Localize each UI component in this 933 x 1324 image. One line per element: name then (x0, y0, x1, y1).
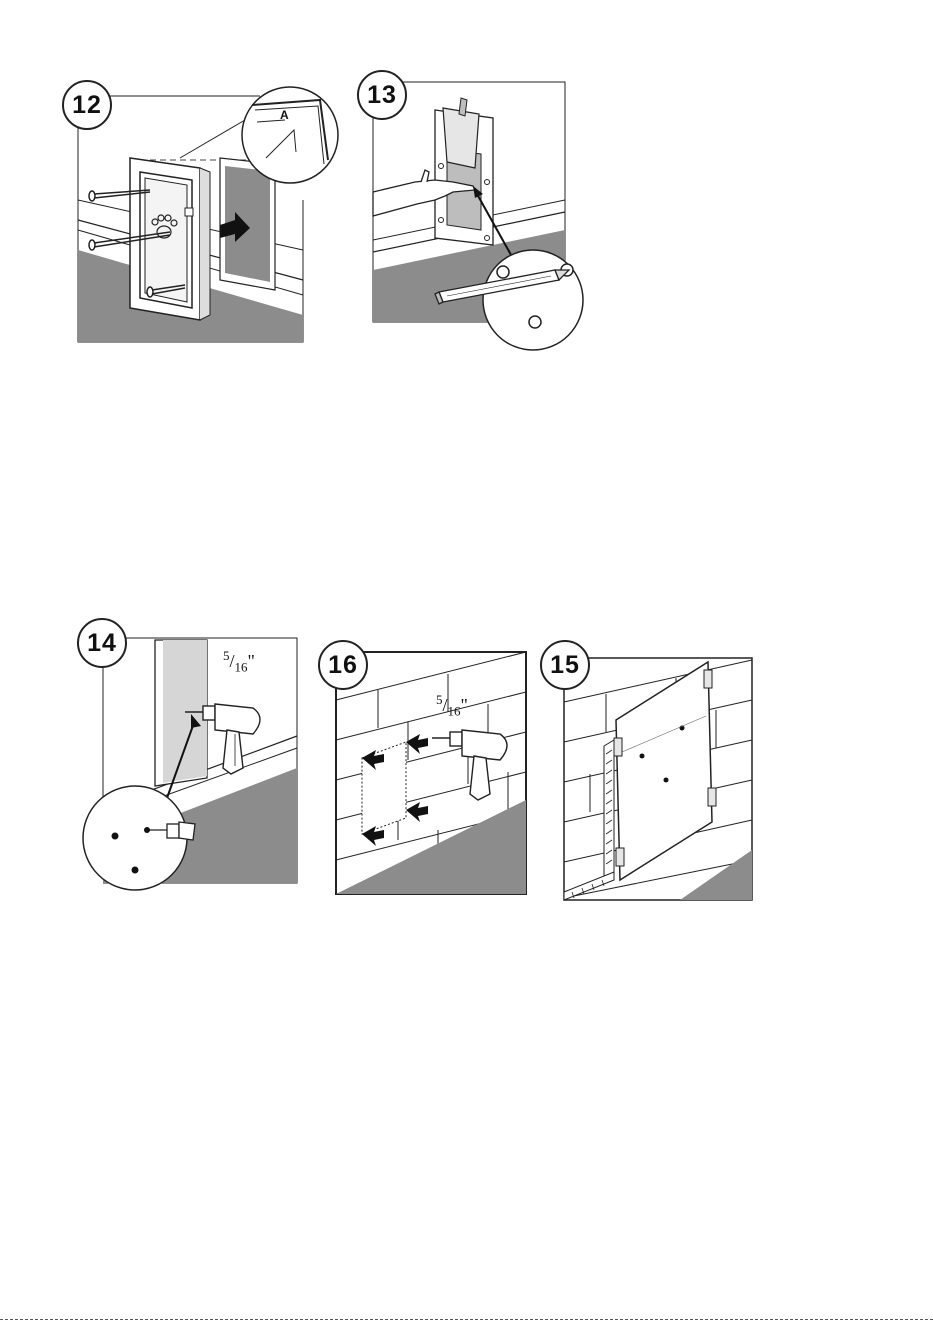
door-flap (443, 108, 479, 168)
step-14-illustration: 14 5/16" (75, 618, 305, 898)
step-16-illustration: 16 5/16" (318, 640, 533, 900)
step-15-illustration: 15 (540, 640, 760, 905)
step-number-badge: 13 (357, 70, 407, 120)
drill-bit-size-label: 5/16" (436, 692, 468, 720)
step-number-badge: 14 (77, 618, 127, 668)
step-13-illustration: 13 (355, 70, 595, 350)
drill-size-unit: " (461, 695, 468, 715)
drill-size-numerator: 5 (223, 648, 230, 663)
callout-letter-a: A (280, 108, 289, 122)
step-12-illustration: 12 A (60, 80, 350, 350)
drill-size-unit: " (248, 651, 255, 671)
drill-size-denominator: 16 (235, 660, 248, 675)
step-number-badge: 12 (62, 80, 112, 130)
step-number-badge: 16 (318, 640, 368, 690)
drill-bit-size-label: 5/16" (223, 648, 255, 676)
page-bottom-rule (0, 1319, 933, 1320)
drill-size-denominator: 16 (448, 704, 461, 719)
step-number-badge: 15 (540, 640, 590, 690)
drill-size-numerator: 5 (436, 692, 443, 707)
